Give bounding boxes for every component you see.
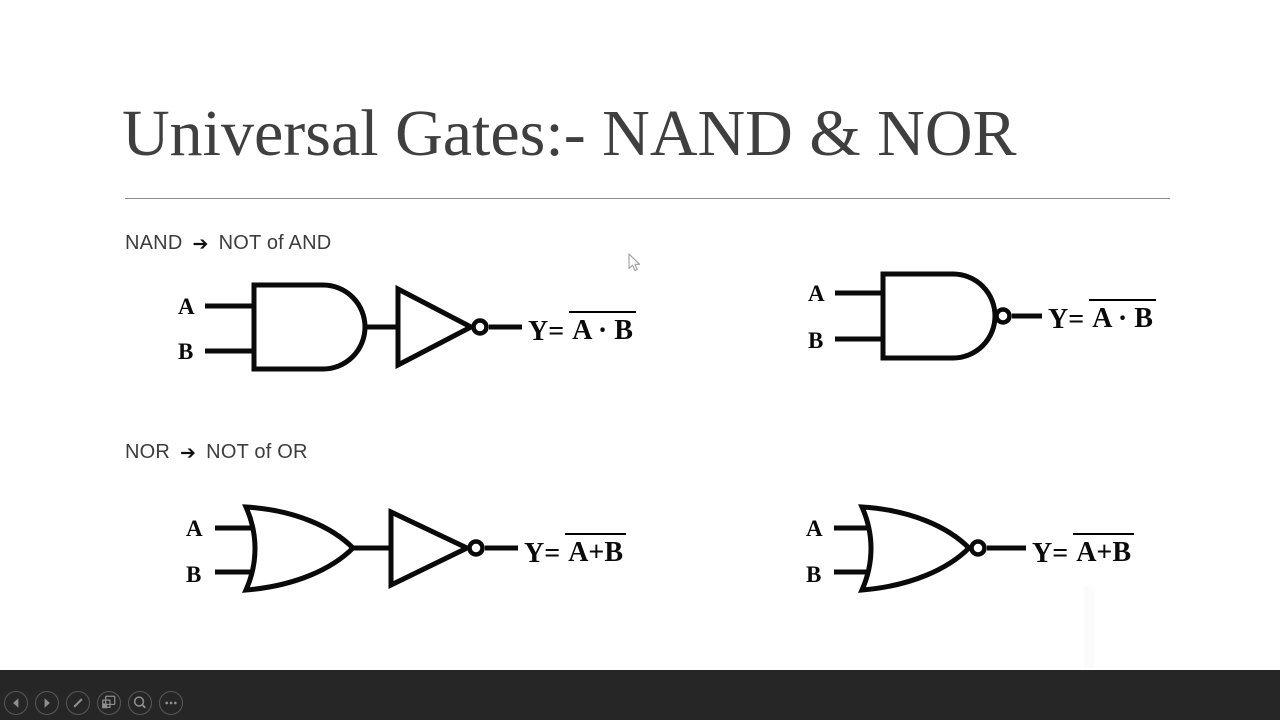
- input-a-label: A: [808, 281, 825, 306]
- input-b-label: B: [808, 328, 823, 353]
- formula-prefix: Y=: [528, 315, 565, 347]
- mouse-cursor: [628, 253, 642, 274]
- output-formula: Y=A · B: [1048, 299, 1156, 336]
- right-arrow-icon: ➔: [180, 441, 197, 464]
- formula-overlined-expression: A · B: [569, 311, 636, 347]
- inversion-bubble: [467, 539, 485, 557]
- slide-title: Universal Gates:- NAND & NOR: [122, 97, 1017, 170]
- see-all-slides-icon: [102, 695, 116, 709]
- input-b-label: B: [806, 562, 821, 587]
- nor-gate-drawing: A B: [806, 504, 1026, 593]
- diagram-nand: A B Y=A · B: [790, 255, 1160, 375]
- formula-prefix: Y=: [524, 537, 561, 569]
- slide-canvas: Universal Gates:- NAND & NOR NAND ➔ NOT of…: [122, 97, 1170, 668]
- nor-section-term: NOR: [125, 441, 171, 463]
- or-not-gate-drawing: A B: [186, 504, 518, 593]
- and-gate-shape: [251, 282, 368, 372]
- nand-section-label: NAND ➔ NOT of AND: [125, 232, 331, 255]
- formula-overlined-expression: A+B: [1073, 533, 1135, 569]
- or-gate-shape: [242, 504, 357, 593]
- diagram-and-plus-not: A B Y=A · B: [160, 265, 640, 390]
- magnifier-icon: [133, 696, 146, 709]
- inversion-bubble: [471, 318, 489, 336]
- right-arrow-icon: ➔: [192, 232, 209, 255]
- input-b-label: B: [178, 339, 193, 364]
- input-b-label: B: [186, 562, 201, 587]
- zoom-slide-button[interactable]: [128, 691, 152, 715]
- not-gate-triangle: [395, 284, 477, 370]
- see-all-slides-button[interactable]: [97, 691, 121, 715]
- output-formula: Y=A+B: [524, 533, 627, 570]
- formula-overlined-expression: A+B: [565, 533, 627, 569]
- inversion-bubble: [969, 539, 987, 557]
- previous-slide-button[interactable]: [4, 691, 28, 715]
- title-divider: [125, 198, 1170, 199]
- more-options-button[interactable]: [159, 691, 183, 715]
- nand-gate-drawing: A B: [808, 271, 1042, 361]
- and-not-gate-drawing: A B: [178, 282, 522, 372]
- previous-slide-icon: [13, 698, 19, 708]
- presenter-toolbar: [0, 670, 1280, 720]
- next-slide-button[interactable]: [35, 691, 59, 715]
- pen-tools-button[interactable]: [66, 691, 90, 715]
- output-formula: Y=A+B: [1032, 533, 1135, 570]
- nor-section-definition: NOT of OR: [206, 441, 308, 463]
- diagram-or-plus-not: A B Y=A+B: [160, 490, 640, 615]
- input-a-label: A: [806, 516, 823, 541]
- nand-section-definition: NOT of AND: [218, 232, 332, 254]
- video-artifact-strip: [1084, 586, 1094, 668]
- nor-section-label: NOR ➔ NOT of OR: [125, 441, 308, 464]
- pen-icon: [73, 698, 83, 708]
- input-a-label: A: [178, 294, 195, 319]
- inversion-bubble: [994, 307, 1012, 325]
- next-slide-icon: [44, 698, 50, 708]
- ellipsis-icon: [165, 701, 177, 705]
- input-a-label: A: [186, 516, 203, 541]
- nor-gate-shape: [858, 504, 973, 593]
- diagram-nor: A B Y=A+B: [780, 490, 1160, 615]
- not-gate-triangle: [388, 508, 473, 589]
- nand-section-term: NAND: [125, 232, 183, 254]
- output-formula: Y=A · B: [528, 311, 636, 348]
- formula-overlined-expression: A · B: [1089, 299, 1156, 335]
- formula-prefix: Y=: [1048, 303, 1085, 335]
- nand-gate-shape: [880, 271, 998, 361]
- formula-prefix: Y=: [1032, 537, 1069, 569]
